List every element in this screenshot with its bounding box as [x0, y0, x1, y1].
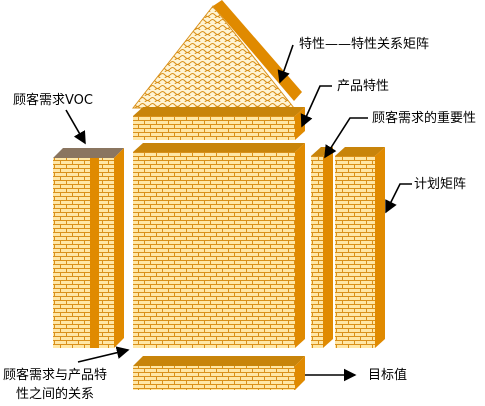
correlation-callout-line [277, 44, 294, 84]
target-values-label: 目标值 [368, 368, 408, 383]
voc-label: 顾客需求VOC [13, 93, 93, 108]
importance-callout-line [324, 117, 368, 159]
importance-column-block [311, 147, 333, 348]
importance-label: 顾客需求的重要性 [372, 111, 477, 126]
planning-matrix-label: 计划矩阵 [414, 177, 467, 192]
relationship-callout-line [77, 346, 130, 363]
customer-requirements-voc-block [53, 148, 124, 348]
product-characteristics-block [133, 107, 305, 140]
roof-correlation-matrix [131, 0, 302, 109]
planning-matrix-callout-line [385, 183, 412, 214]
product-characteristics-label: 产品特性 [337, 79, 390, 94]
target-values-block [133, 356, 305, 390]
relationship-matrix-block [133, 143, 305, 348]
relationship-label-line1: 顾客需求与产品特 [3, 368, 108, 383]
product-characteristics-callout-line [300, 85, 332, 128]
correlation-matrix-label: 特性——特性关系矩阵 [299, 37, 430, 52]
planning-matrix-block [335, 147, 385, 348]
voc-callout-line [65, 109, 86, 145]
relationship-label-line2: 性之间的关系 [16, 387, 95, 402]
